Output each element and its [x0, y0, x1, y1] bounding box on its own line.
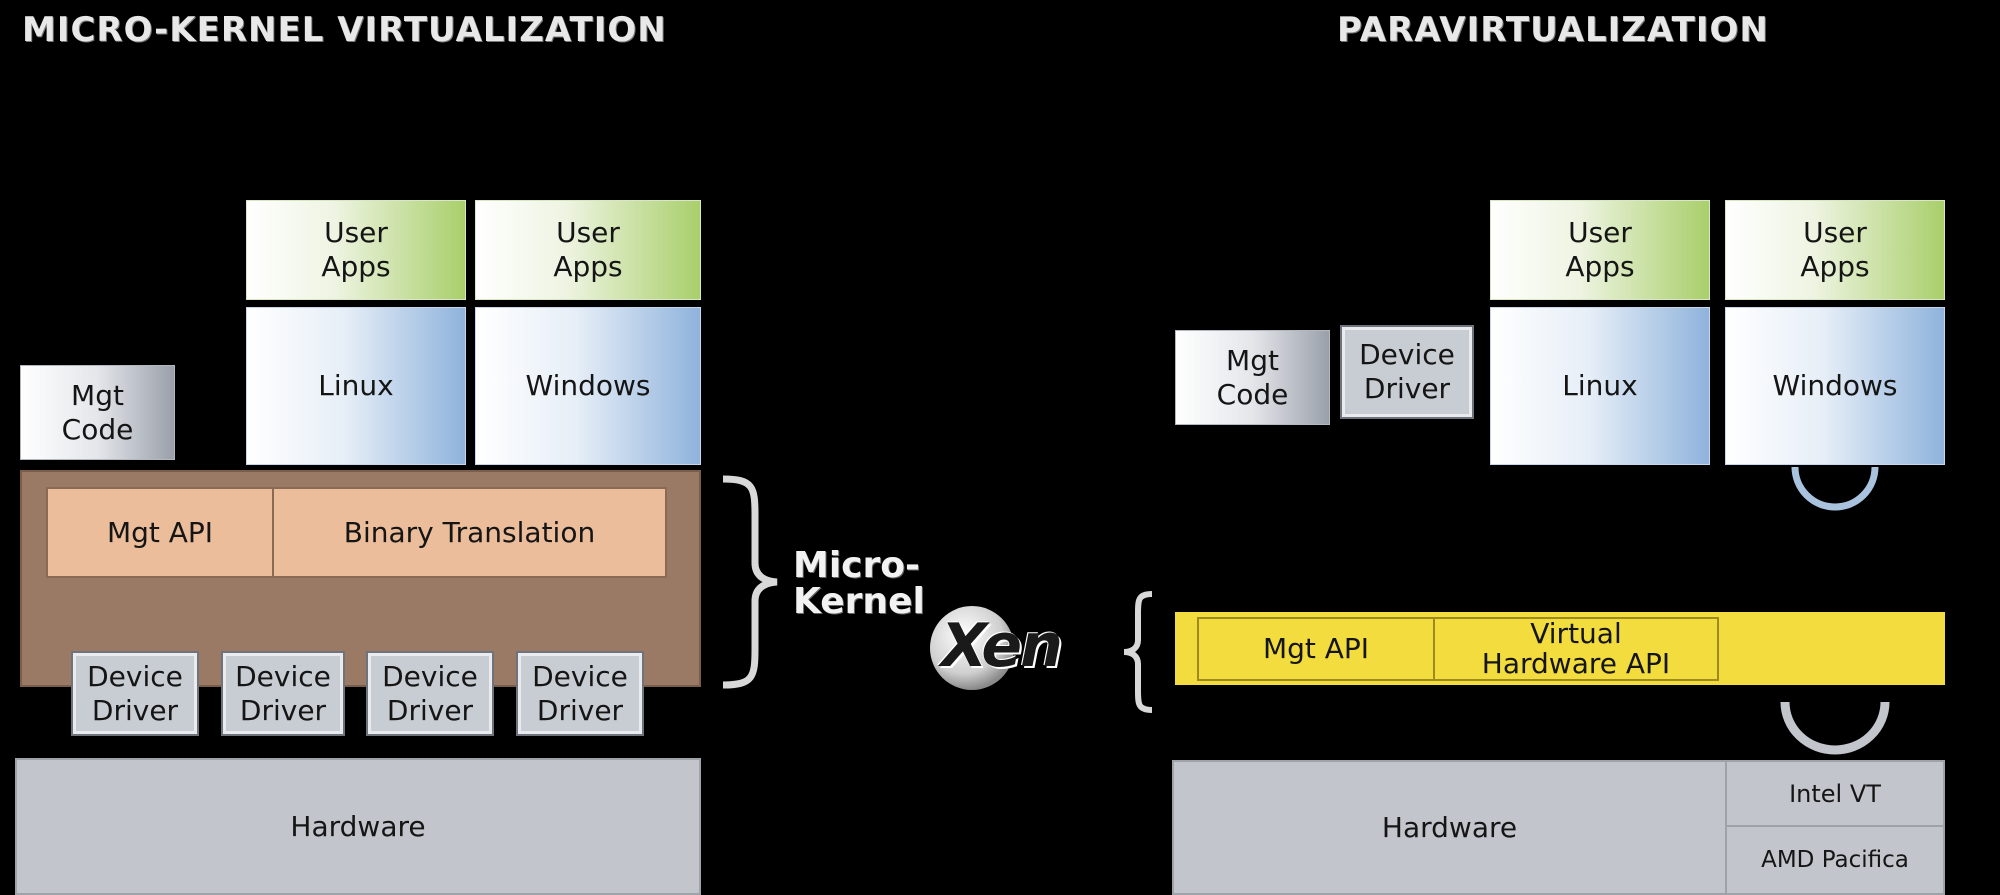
left-mgt-api-cell: Mgt API: [46, 487, 274, 578]
left-linux-box: Linux: [246, 307, 466, 465]
right-hardware-label: Hardware: [1381, 810, 1518, 844]
right-linux-label: Linux: [1562, 369, 1638, 402]
right-device-driver-label: Device Driver: [1359, 338, 1455, 405]
xen-logo-globe-icon: [930, 606, 1014, 690]
right-mgt-code-box: Mgt Code: [1175, 330, 1330, 425]
left-hardware-box: Hardware: [15, 758, 701, 895]
right-linux-box: Linux: [1490, 307, 1710, 465]
left-mgt-api-label: Mgt API: [106, 515, 214, 549]
left-mgt-code-label: Mgt Code: [61, 378, 134, 446]
right-user-apps-linux: User Apps: [1490, 200, 1710, 300]
intel-vt-label: Intel VT: [1789, 779, 1881, 808]
right-mgt-code-label: Mgt Code: [1216, 343, 1289, 411]
right-diagram-title: PARAVIRTUALIZATION: [1337, 10, 1769, 50]
binary-translation-label: Binary Translation: [343, 515, 596, 549]
right-user-apps-windows: User Apps: [1725, 200, 1945, 300]
binary-translation-cell: Binary Translation: [272, 487, 667, 578]
left-device-driver-4: Device Driver: [516, 651, 644, 736]
right-windows-box: Windows: [1725, 307, 1945, 465]
left-device-driver-3: Device Driver: [366, 651, 494, 736]
microkernel-brace-icon: [722, 475, 778, 689]
left-device-driver-3-label: Device Driver: [382, 659, 478, 727]
left-mgt-code-box: Mgt Code: [20, 365, 175, 460]
amd-pacifica-box: AMD Pacifica: [1725, 825, 1945, 895]
right-hardware-box: Hardware: [1172, 760, 1727, 895]
left-device-driver-1-label: Device Driver: [87, 659, 183, 727]
windows-connector-hook-icon: [1791, 466, 1879, 511]
left-device-driver-2-label: Device Driver: [235, 659, 331, 727]
left-device-driver-4-label: Device Driver: [532, 659, 628, 727]
right-windows-label: Windows: [1772, 369, 1898, 402]
left-diagram-title: MICRO-KERNEL VIRTUALIZATION: [22, 10, 667, 50]
left-user-apps-windows-label: User Apps: [553, 216, 623, 283]
amd-pacifica-label: AMD Pacifica: [1761, 847, 1909, 873]
left-user-apps-linux-label: User Apps: [321, 216, 391, 283]
virtual-hardware-api-cell: Virtual Hardware API: [1433, 617, 1719, 681]
left-windows-label: Windows: [525, 369, 651, 402]
right-user-apps-linux-label: User Apps: [1565, 216, 1635, 283]
hypervisor-brace-icon: [1123, 591, 1153, 713]
left-device-driver-2: Device Driver: [221, 651, 345, 736]
microkernel-label: Micro- Kernel: [793, 545, 925, 622]
left-user-apps-linux: User Apps: [246, 200, 466, 300]
hardware-connector-hook-icon: [1780, 701, 1890, 755]
left-linux-label: Linux: [318, 369, 394, 402]
right-user-apps-windows-label: User Apps: [1800, 216, 1870, 283]
virtual-hardware-api-label: Virtual Hardware API: [1481, 617, 1671, 680]
left-user-apps-windows: User Apps: [475, 200, 701, 300]
left-windows-box: Windows: [475, 307, 701, 465]
right-device-driver: Device Driver: [1340, 325, 1474, 419]
left-hardware-label: Hardware: [290, 809, 426, 843]
xen-logo-text: Xen: [941, 611, 1063, 681]
right-mgt-api-cell: Mgt API: [1197, 617, 1435, 681]
intel-vt-box: Intel VT: [1725, 760, 1945, 827]
left-device-driver-1: Device Driver: [71, 651, 199, 736]
xen-logo: Xen: [925, 600, 1095, 695]
right-mgt-api-label: Mgt API: [1262, 632, 1370, 665]
